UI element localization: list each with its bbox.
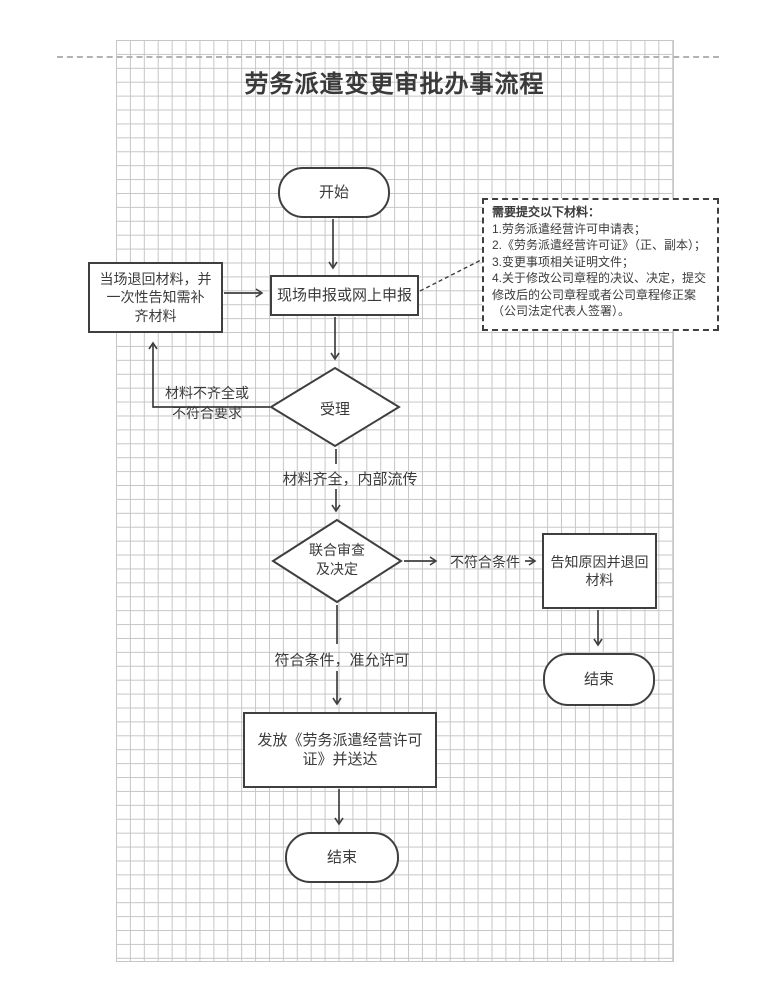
node-end-bottom: 结束 [285, 832, 399, 883]
node-return-materials: 当场退回材料，并 一次性告知需补 齐材料 [88, 262, 223, 333]
note-line: 需要提交以下材料： [492, 205, 601, 219]
page-break-line [57, 56, 719, 58]
note-line: 4.关于修改公司章程的决议、决定，提交 [492, 271, 707, 285]
node-end-right: 结束 [543, 653, 655, 706]
node-issue-license: 发放《劳务派遣经营许可 证》并送达 [243, 712, 437, 788]
page-title: 劳务派遣变更审批办事流程 [244, 71, 545, 98]
note-line: 3.变更事项相关证明文件； [492, 254, 635, 269]
decision-joint-review-shape [271, 518, 403, 604]
note-line: 1.劳务派遣经营许可申请表； [492, 221, 647, 236]
connector-accept-to-return [148, 341, 270, 408]
grid-background [116, 40, 674, 962]
node-start: 开始 [278, 167, 390, 218]
connector-apply-to-note-dashed [419, 259, 482, 292]
node-decision-accept-label: 受理 [319, 401, 350, 418]
edge-label-incomplete: 材料不齐全或 不符合要求 [165, 385, 249, 421]
node-notify-return: 告知原因并退回 材料 [542, 533, 657, 609]
edge-label-not-qualified: 不符合条件 [450, 554, 520, 570]
node-apply: 现场申报或网上申报 [270, 275, 419, 316]
edge-label-complete: 材料齐全，内部流传 [282, 471, 418, 488]
note-line: 修改后的公司章程或者公司章程修正案 [492, 287, 697, 302]
note-line: （公司法定代表人签署）。 [492, 304, 631, 318]
decision-accept-shape [269, 366, 401, 448]
note-line: 2.《劳务派遣经营许可证》（正、副本）； [492, 238, 707, 252]
node-decision-joint-review-label: 联合审查 及决定 [309, 542, 365, 577]
note-required-materials: 需要提交以下材料： 1.劳务派遣经营许可申请表； 2.《劳务派遣经营许可证》（正… [482, 198, 719, 331]
edge-label-qualified: 符合条件，准允许可 [274, 652, 410, 669]
